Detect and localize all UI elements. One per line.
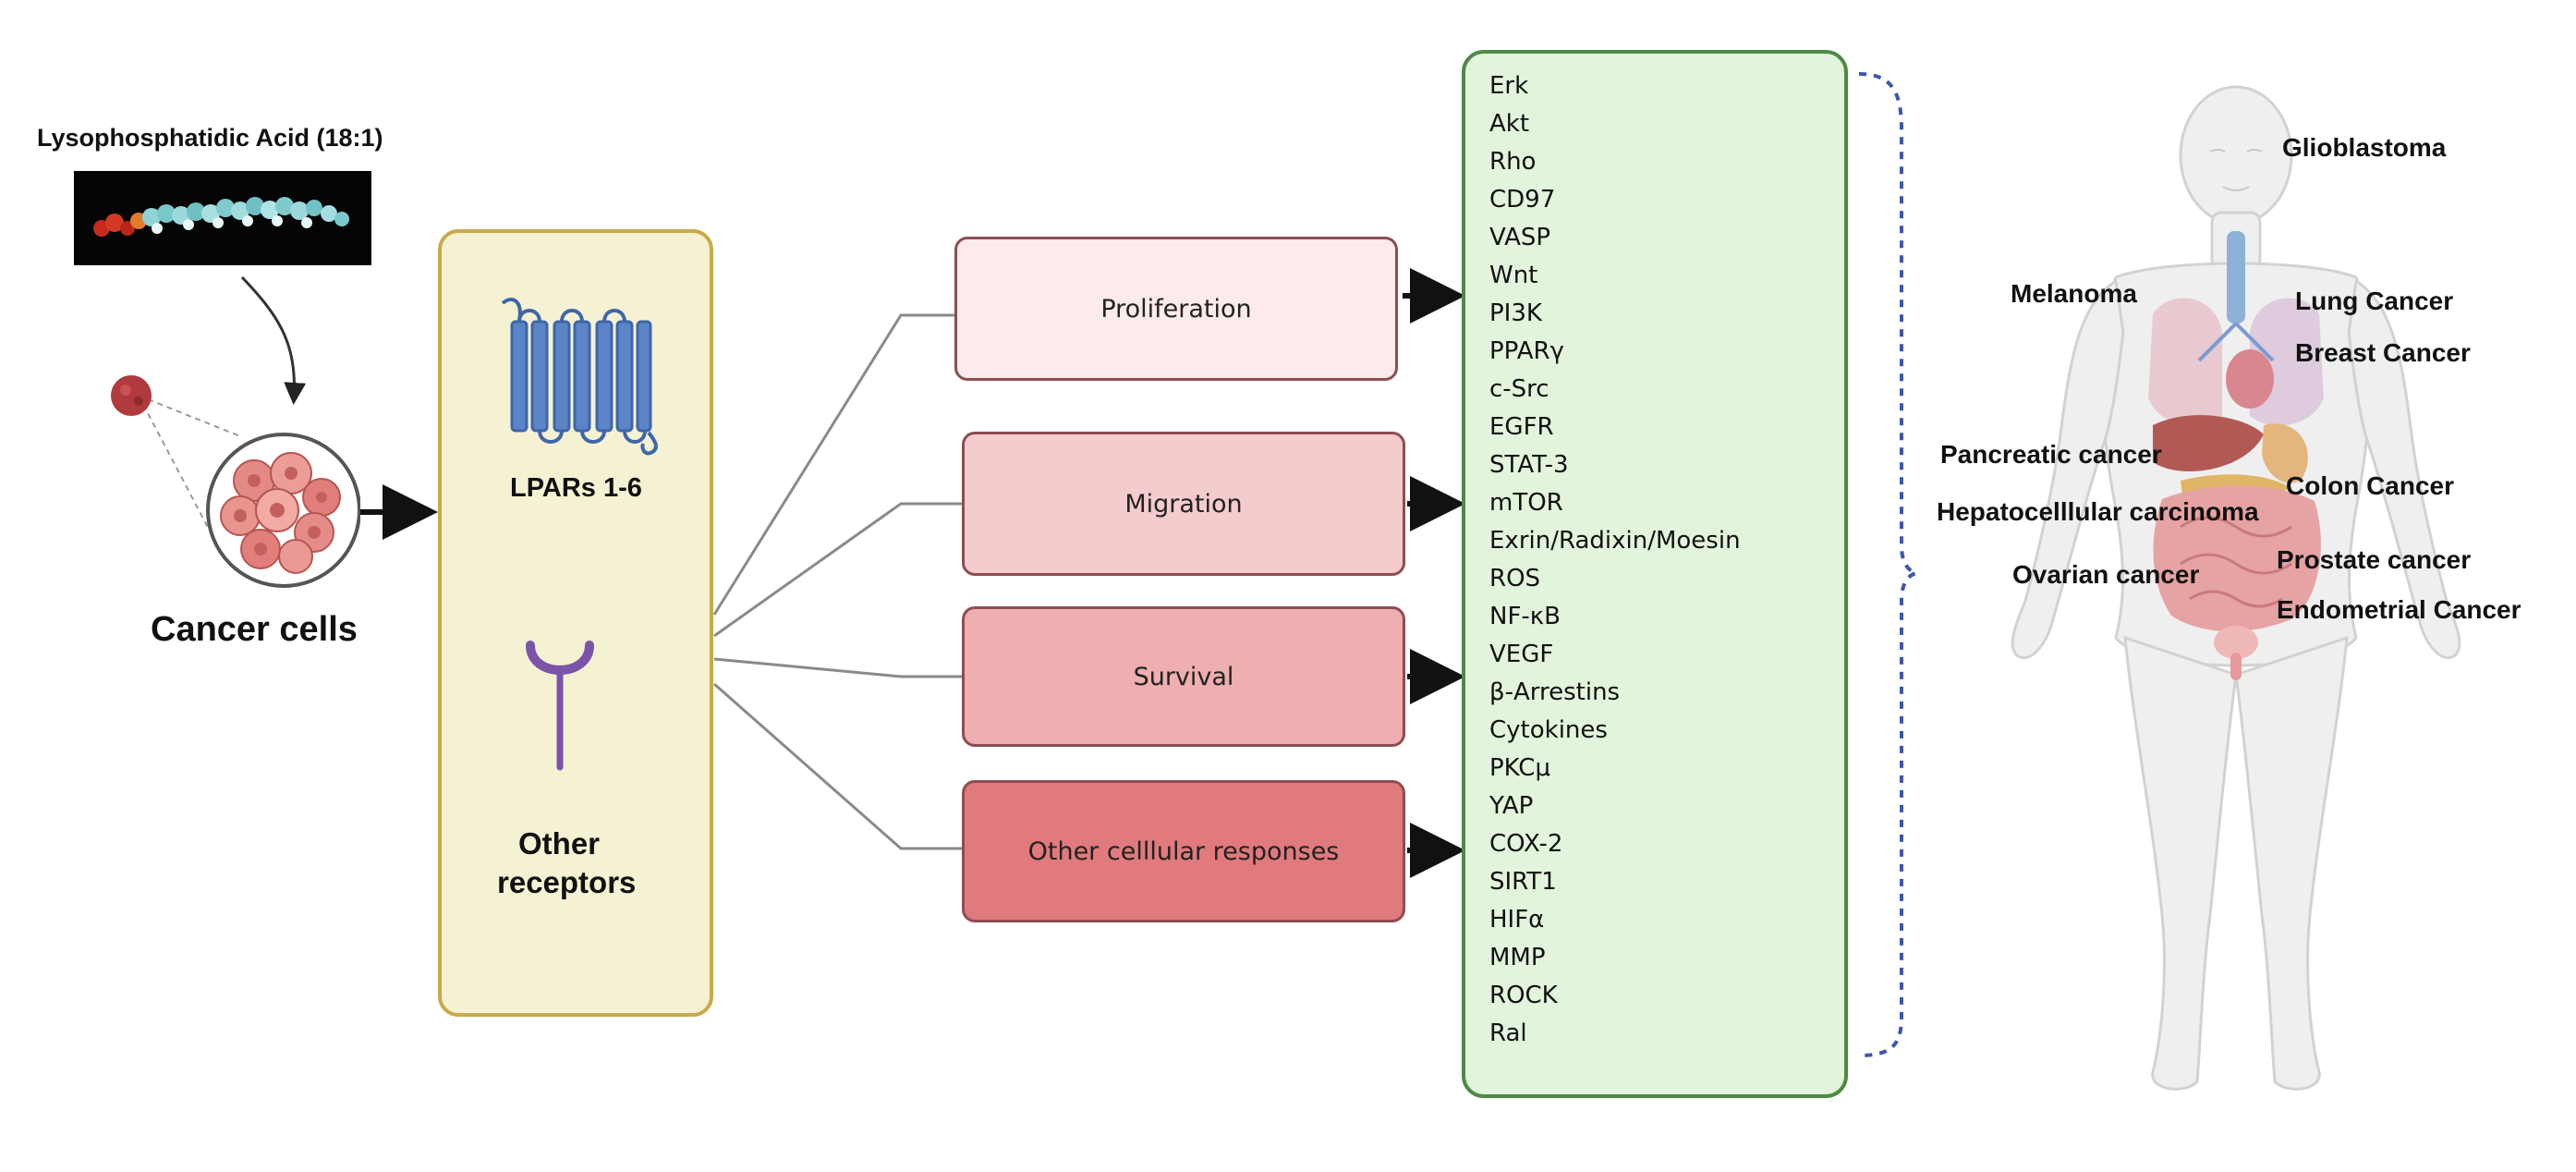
lpa-to-cell-arrow <box>240 275 307 405</box>
molecule-item: STAT-3 <box>1489 451 1569 479</box>
cancer-label-pancreatic: Pancreatic cancer <box>1940 440 2162 469</box>
cancer-label-breast: Breast Cancer <box>2295 338 2471 367</box>
molecule-item: PPARγ <box>1489 337 1564 365</box>
cancer-label-ovarian: Ovarian cancer <box>2012 560 2200 589</box>
molecule-item: β-Arrestins <box>1489 678 1621 706</box>
molecule-item: Erk <box>1489 72 1529 100</box>
response-arrows <box>1403 268 1465 878</box>
other-receptors-label-line2: receptors <box>497 865 637 899</box>
molecule-item: Cytokines <box>1489 716 1608 744</box>
molecule-item: PI3K <box>1489 299 1542 327</box>
fan-lines <box>712 313 962 850</box>
response-proliferation: Proliferation <box>954 237 1398 381</box>
lpar-label: LPARs 1-6 <box>510 473 642 503</box>
molecule-item: VASP <box>1489 224 1551 251</box>
cancer-cells-icon <box>111 375 360 588</box>
molecule-item: Rho <box>1489 148 1537 176</box>
molecule-item: EGFR <box>1489 413 1554 441</box>
other-receptor-icon <box>526 641 594 771</box>
cancer-label-endometrial: Endometrial Cancer <box>2277 595 2521 624</box>
gpcr-icon <box>501 298 658 456</box>
lpa-molecule-icon <box>74 171 371 265</box>
molecule-item: VEGF <box>1489 641 1554 668</box>
cancer-label-colon: Colon Cancer <box>2286 471 2455 500</box>
response-other: Other celllular responses <box>962 780 1405 922</box>
human-body-icon <box>2011 85 2461 1091</box>
other-receptors-label-line1: Other <box>518 826 601 861</box>
molecule-item: ROS <box>1489 565 1541 592</box>
cancer-cells-label: Cancer cells <box>151 610 358 649</box>
lpa-title: Lysophosphatidic Acid (18:1) <box>37 124 383 152</box>
response-survival: Survival <box>962 606 1405 747</box>
molecule-item: ROCK <box>1489 982 1558 1009</box>
molecule-item: Akt <box>1489 110 1530 138</box>
cancer-label-prostate: Prostate cancer <box>2277 545 2472 574</box>
molecule-item: Exrin/Radixin/Moesin <box>1489 527 1741 555</box>
cancer-label-glioblastoma: Glioblastoma <box>2282 133 2447 162</box>
molecule-item: Ral <box>1489 1019 1527 1047</box>
molecule-item: MMP <box>1489 944 1546 971</box>
molecule-item: c-Src <box>1489 375 1549 403</box>
dotted-bracket <box>1858 72 1917 1057</box>
molecule-item: PKCμ <box>1489 754 1551 782</box>
cancer-label-hepatocellular: Hepatocelllular carcinoma <box>1937 497 2259 526</box>
molecule-item: COX-2 <box>1489 830 1563 858</box>
molecule-item: YAP <box>1489 792 1534 820</box>
molecule-item: NF-κB <box>1489 603 1561 630</box>
molecule-item: HIFα <box>1489 906 1545 934</box>
molecule-box <box>1462 50 1848 1098</box>
cancer-label-melanoma: Melanoma <box>2011 279 2137 308</box>
cancer-label-lung: Lung Cancer <box>2295 287 2454 315</box>
molecule-item: CD97 <box>1489 186 1556 214</box>
response-migration: Migration <box>962 432 1405 576</box>
molecule-item: SIRT1 <box>1489 868 1557 896</box>
molecule-item: Wnt <box>1489 262 1538 289</box>
molecule-item: mTOR <box>1489 489 1563 517</box>
